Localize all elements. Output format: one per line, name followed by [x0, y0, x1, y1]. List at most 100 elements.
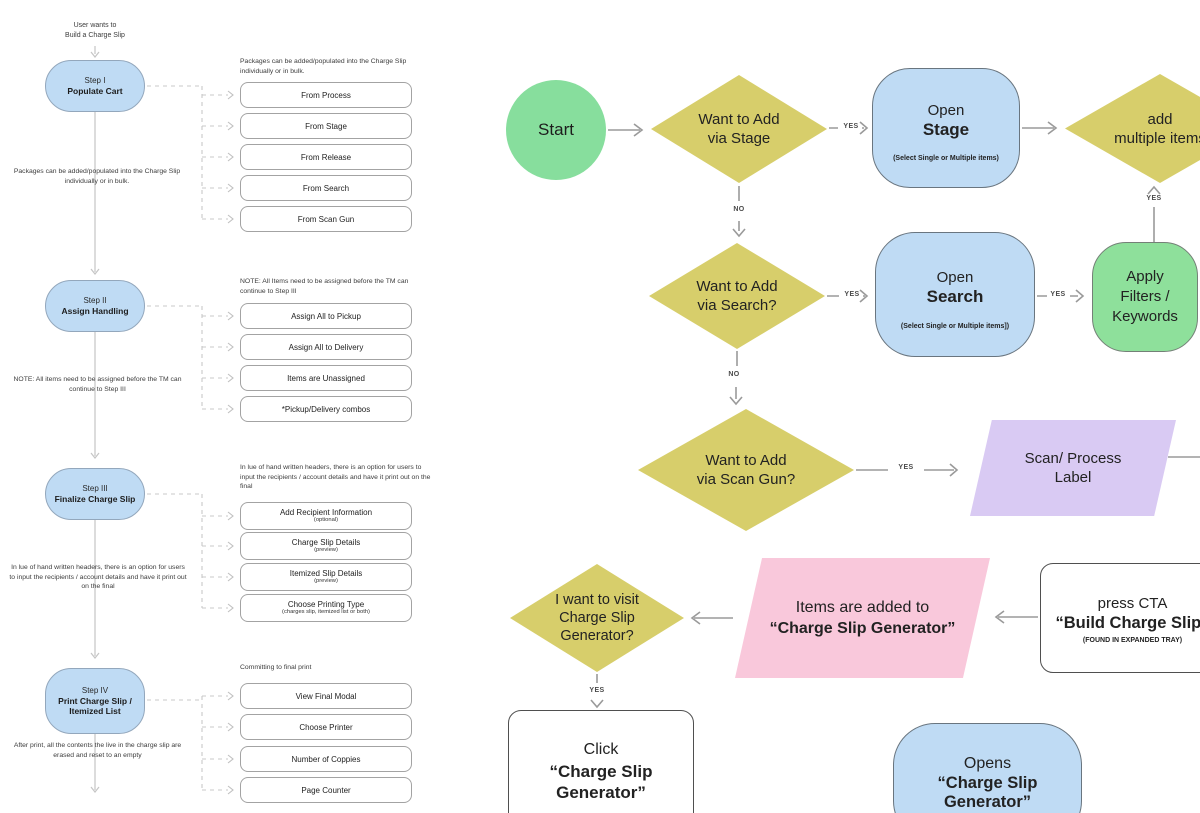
option-label: Add Recipient Information [279, 508, 373, 517]
start-label: Start [538, 120, 574, 139]
node-line: Open [927, 102, 965, 119]
option-label: From Stage [305, 121, 347, 131]
option-label: Charge Slip Details [291, 538, 361, 547]
node-line: “Build Charge Slip” [1055, 614, 1200, 632]
option-box[interactable]: Itemized Slip Details (preview) [240, 563, 412, 591]
node-line: Search [926, 287, 984, 306]
edge-label-yes: YES [898, 464, 914, 471]
node-decision-visit-generator[interactable]: I want to visit Charge Slip Generator? [510, 564, 684, 672]
option-label: Choose Printer [299, 722, 353, 732]
group-note-3: In lue of hand written headers, there is… [240, 464, 431, 490]
node-line: Keywords [1112, 308, 1178, 325]
node-line: Filters / [1120, 288, 1170, 305]
node-decision-add-via-scan-gun[interactable]: Want to Add via Scan Gun? [638, 409, 854, 531]
option-box[interactable]: Choose Printing Type (charges slip, item… [240, 594, 412, 622]
node-line: Scan/ Process [1024, 450, 1122, 467]
option-label: Page Counter [301, 785, 351, 795]
node-step3[interactable]: Step III Finalize Charge Slip [45, 468, 145, 520]
node-click-charge-slip-generator[interactable]: Click “Charge Slip Generator” (FOUND IN … [508, 710, 694, 813]
node-line: Click [583, 741, 619, 758]
node-line: Apply [1126, 268, 1164, 285]
option-label: From Release [300, 152, 352, 162]
node-open-stage[interactable]: Open Stage (Select Single or Multiple it… [872, 68, 1020, 188]
option-box[interactable]: Assign All to Pickup [240, 303, 412, 329]
group-note-4: Committing to final print [240, 664, 312, 671]
option-box[interactable]: From Release [240, 144, 412, 170]
option-box[interactable]: Number of Coppies [240, 746, 412, 772]
step2-name: Assign Handling [61, 306, 129, 316]
option-sublabel: (preview) [314, 578, 338, 584]
option-label: Number of Coppies [291, 754, 361, 764]
node-press-cta-build-charge-slip[interactable]: press CTA “Build Charge Slip” (FOUND IN … [1040, 563, 1200, 673]
option-label: From Search [302, 183, 350, 193]
edge-label-no: NO [733, 206, 745, 213]
node-scan-process-label[interactable]: Scan/ Process Label [970, 420, 1176, 516]
edge-label-yes: YES [1050, 291, 1066, 298]
option-sublabel: (preview) [314, 547, 338, 553]
left-dashed-connectors [147, 85, 228, 791]
intro-line1: User wants to [73, 22, 117, 29]
intro-note: User wants to Build a Charge Slip [45, 21, 145, 40]
node-items-added[interactable]: Items are added to “Charge Slip Generato… [735, 558, 990, 678]
node-line: Stage [922, 120, 970, 139]
node-line: Generator” [943, 793, 1032, 811]
option-label: Assign All to Delivery [288, 342, 364, 352]
node-line: “Charge Slip [549, 762, 653, 781]
option-sublabel: (optional) [313, 517, 339, 523]
left-dashed-arrowheads [227, 90, 234, 795]
step3-name: Finalize Charge Slip [54, 494, 136, 504]
edge-label-yes: YES [844, 291, 860, 298]
option-box[interactable]: Add Recipient Information (optional) [240, 502, 412, 530]
option-box[interactable]: *Pickup/Delivery combos [240, 396, 412, 422]
option-box[interactable]: From Stage [240, 113, 412, 139]
decision-line: via Scan Gun? [696, 471, 796, 488]
node-decision-add-multiple-items[interactable]: add multiple items [1065, 74, 1200, 183]
decision-line: Want to Add [696, 278, 778, 295]
option-box[interactable]: Page Counter [240, 777, 412, 803]
option-box[interactable]: Choose Printer [240, 714, 412, 740]
edge-label-no: NO [728, 371, 740, 378]
option-box[interactable]: Assign All to Delivery [240, 334, 412, 360]
edge-label-yes: YES [843, 123, 859, 130]
option-label: From Process [301, 90, 351, 100]
decision-line: Want to Add [705, 452, 787, 469]
node-open-search[interactable]: Open Search (Select Single or Multiple i… [875, 232, 1035, 357]
decision-line: Want to Add [698, 111, 780, 128]
side-note-2: NOTE: All items need to be assigned befo… [13, 376, 182, 393]
decision-line: via Search? [697, 297, 777, 314]
node-start[interactable]: Start [506, 80, 606, 180]
option-box[interactable]: From Search [240, 175, 412, 201]
node-line: Opens [963, 755, 1012, 772]
decision-line: Generator? [560, 628, 634, 644]
node-line: Generator” [556, 783, 646, 802]
node-step1[interactable]: Step I Populate Cart [45, 60, 145, 112]
option-box[interactable]: From Scan Gun [240, 206, 412, 232]
option-box[interactable]: Charge Slip Details (preview) [240, 532, 412, 560]
side-note-3: In lue of hand written headers, there is… [9, 564, 187, 590]
option-label: Items are Unassigned [287, 373, 365, 383]
step3-title: Step III [82, 484, 108, 493]
option-box[interactable]: View Final Modal [240, 683, 412, 709]
node-decision-add-via-stage[interactable]: Want to Add via Stage [651, 75, 827, 183]
intro-line2: Build a Charge Slip [65, 31, 125, 39]
option-box[interactable]: Items are Unassigned [240, 365, 412, 391]
node-line: Label [1054, 469, 1092, 486]
node-opens-charge-slip-generator[interactable]: Opens “Charge Slip Generator” [893, 723, 1082, 813]
node-line: press CTA [1097, 595, 1168, 612]
node-apply-filters[interactable]: Apply Filters / Keywords [1092, 242, 1198, 352]
option-label: View Final Modal [295, 691, 357, 701]
decision-line: Charge Slip [559, 610, 635, 626]
side-note-1: Packages can be added/populated into the… [13, 168, 181, 185]
node-line: Items are added to [795, 599, 930, 616]
option-label: Itemized Slip Details [289, 569, 363, 578]
node-line: Open [936, 269, 974, 286]
option-label: Choose Printing Type [287, 600, 365, 609]
option-box[interactable]: From Process [240, 82, 412, 108]
step4-name: Print Charge Slip / Itemized List [58, 696, 132, 716]
node-decision-add-via-search[interactable]: Want to Add via Search? [649, 243, 825, 349]
step4-title: Step IV [81, 686, 109, 695]
decision-line: via Stage [707, 130, 771, 147]
node-step4[interactable]: Step IV Print Charge Slip / Itemized Lis… [45, 668, 145, 734]
node-step2[interactable]: Step II Assign Handling [45, 280, 145, 332]
node-subline: (FOUND IN EXPANDED TRAY) [1082, 637, 1183, 644]
